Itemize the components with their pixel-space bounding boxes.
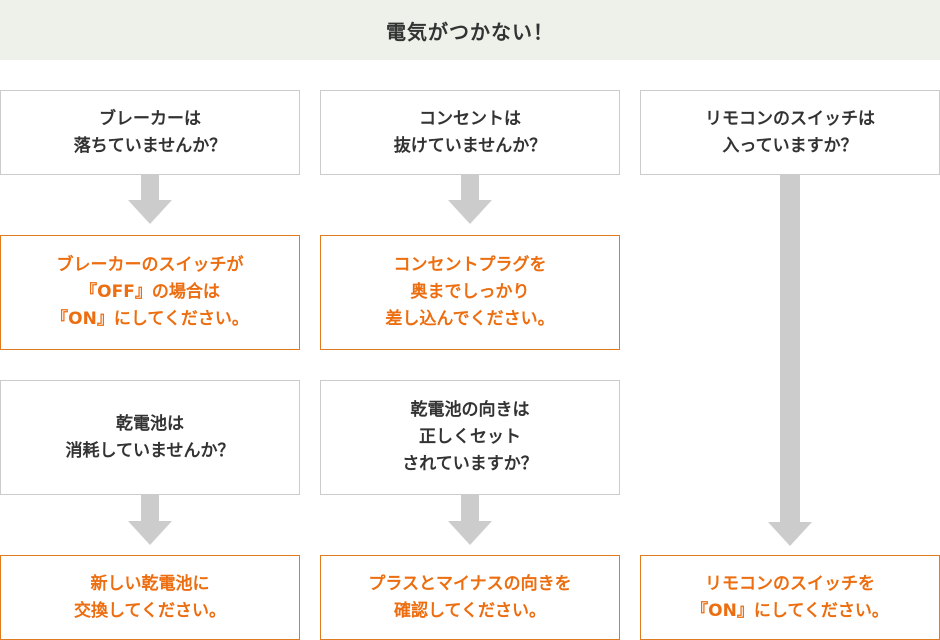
arrow-down-icon <box>448 175 492 224</box>
arrow-down-icon <box>128 495 172 545</box>
answer-outlet: コンセントプラグを 奥までしっかり 差し込んでください。 <box>320 235 620 350</box>
answer-check-orientation: プラスとマイナスの向きを 確認してください。 <box>320 555 620 640</box>
arrow-down-icon <box>768 175 812 546</box>
page-title: 電気がつかない！ <box>0 0 940 60</box>
question-breaker: ブレーカーは 落ちていませんか？ <box>0 90 300 175</box>
question-battery-orientation: 乾電池の向きは 正しくセット されていますか？ <box>320 380 620 495</box>
answer-replace-battery: 新しい乾電池に 交換してください。 <box>0 555 300 640</box>
arrow-down-icon <box>448 495 492 545</box>
arrow-down-icon <box>128 175 172 224</box>
question-outlet: コンセントは 抜けていませんか？ <box>320 90 620 175</box>
question-remote-switch: リモコンのスイッチは 入っていますか？ <box>640 90 940 175</box>
answer-breaker: ブレーカーのスイッチが 『OFF』の場合は 『ON』にしてください。 <box>0 235 300 350</box>
answer-remote-switch: リモコンのスイッチを 『ON』にしてください。 <box>640 555 940 640</box>
question-battery-depleted: 乾電池は 消耗していませんか？ <box>0 380 300 495</box>
